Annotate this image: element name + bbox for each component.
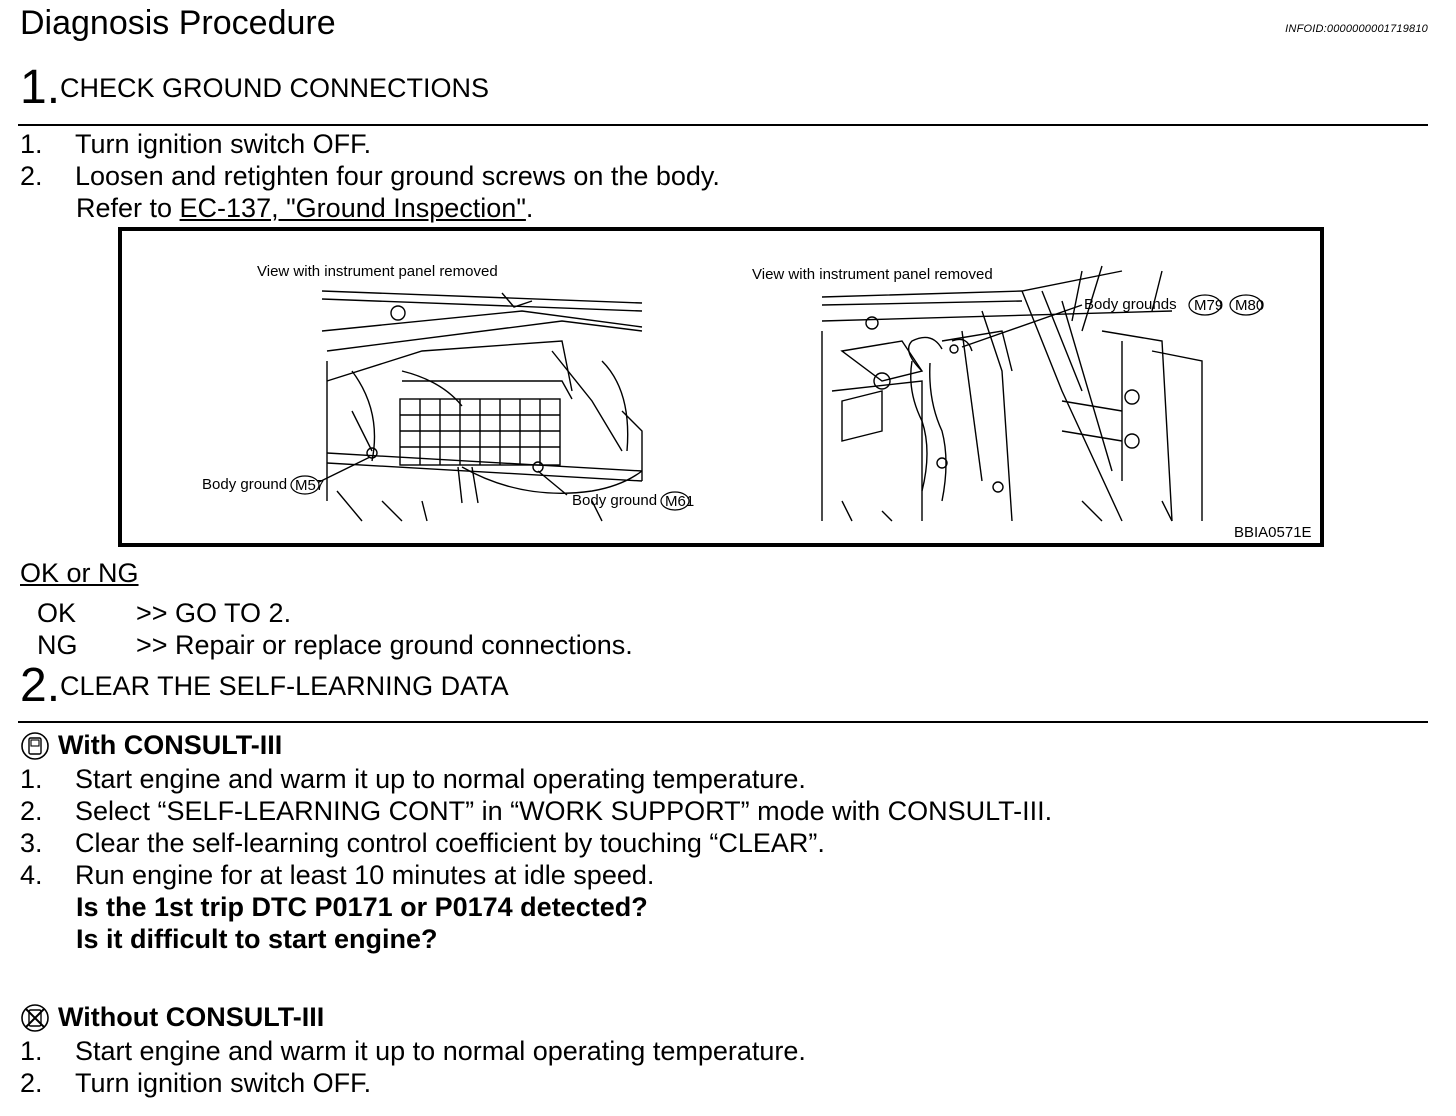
m57-connector-badge [290,475,320,495]
info-id: INFOID:0000000001719810 [1285,23,1428,35]
step-1-item-1: 1.Turn ignition switch OFF. [20,129,372,159]
m80-connector-badge [1229,294,1263,316]
with-consult-item-3: 3.Clear the self-learning control coeffi… [20,828,825,858]
left-figure-caption: View with instrument panel removed [257,263,498,280]
figure-id: BBIA0571E [1234,524,1312,541]
page-title: Diagnosis Procedure [20,4,336,42]
result-ng: NG>> Repair or replace ground connection… [37,630,633,660]
left-ground-code-1: M57 [295,477,324,494]
m79-connector-badge [1188,294,1222,316]
step-2-divider [18,721,1428,723]
ground-inspection-link[interactable]: EC-137, "Ground Inspection" [179,193,526,223]
step-1-title: CHECK GROUND CONNECTIONS [60,73,490,103]
step-1-refer: Refer to EC-137, "Ground Inspection". [76,193,534,223]
right-ground-code-2: M80 [1235,297,1264,314]
step-2-number: 2. [20,659,61,712]
step-1-item-2: 2.Loosen and retighten four ground screw… [20,161,720,191]
with-consult-item-4: 4.Run engine for at least 10 minutes at … [20,860,655,890]
question-difficult-start: Is it difficult to start engine? [76,924,438,954]
ground-locations-figure: View with instrument panel removed Body … [118,227,1324,547]
m61-connector-badge [660,491,690,511]
step-1-heading: 1.CHECK GROUND CONNECTIONS [20,64,489,112]
with-consult-heading: With CONSULT-III [20,730,282,761]
step-2-heading: 2.CLEAR THE SELF-LEARNING DATA [20,662,509,710]
without-consult-item-1: 1.Start engine and warm it up to normal … [20,1036,806,1066]
no-consult-icon [21,1003,49,1032]
right-figure-caption: View with instrument panel removed [752,266,993,283]
with-consult-item-2: 2.Select “SELF-LEARNING CONT” in “WORK S… [20,796,1053,826]
step-1-number: 1. [20,61,61,114]
figure-illustration: View with instrument panel removed Body … [202,263,1312,541]
with-consult-item-1: 1.Start engine and warm it up to normal … [20,764,806,794]
result-heading: OK or NG [20,558,139,588]
without-consult-heading: Without CONSULT-III [20,1002,324,1033]
left-body-ground-label-1: Body ground [202,476,287,493]
consult-icon [21,731,49,760]
left-ground-code-2: M61 [665,493,694,510]
right-ground-code-1: M79 [1194,297,1223,314]
step-2-title: CLEAR THE SELF-LEARNING DATA [60,671,509,701]
left-body-ground-label-2: Body ground [572,492,657,509]
right-illustration [821,265,1203,522]
question-dtc-detected: Is the 1st trip DTC P0171 or P0174 detec… [76,892,648,922]
without-consult-item-2: 2.Turn ignition switch OFF. [20,1068,372,1098]
left-illustration [316,290,643,522]
right-body-grounds-label: Body grounds [1084,296,1177,313]
step-1-divider [18,124,1428,126]
result-ok: OK>> GO TO 2. [37,598,292,628]
